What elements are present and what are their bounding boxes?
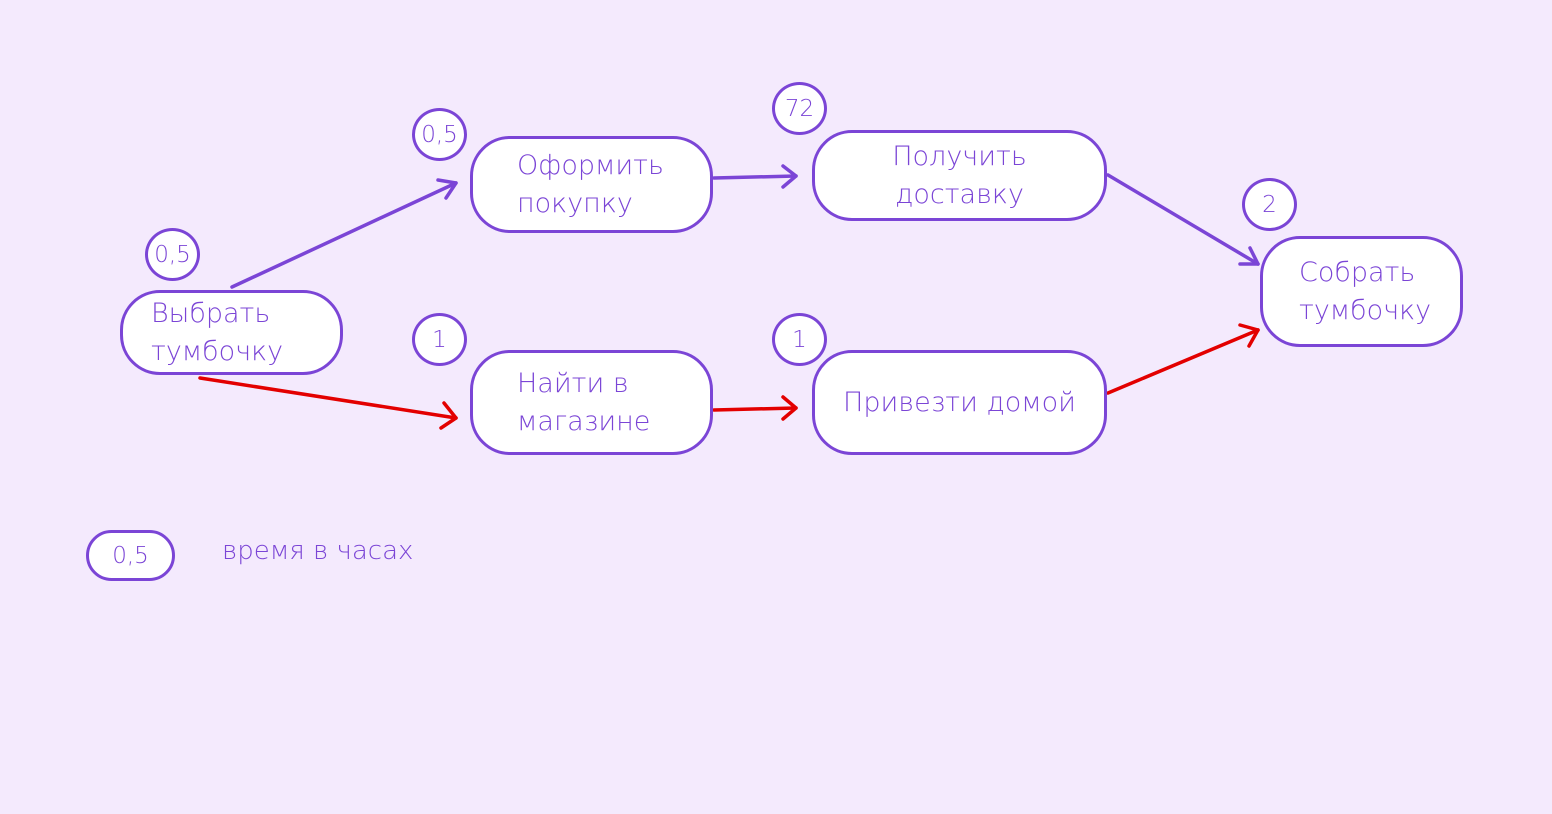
edge-order-receive: [712, 164, 798, 189]
node-label: тумбочку: [151, 335, 284, 367]
time-badge-assemble: 2: [1242, 178, 1297, 231]
node-label: Получить: [892, 140, 1027, 172]
legend-label: время в часах: [222, 536, 414, 566]
time-badge-find: 1: [412, 313, 467, 366]
node-label: Собрать: [1299, 256, 1416, 288]
edge-bring-assemble: [1106, 323, 1260, 395]
node-choose-cabinet: Выбрать тумбочку: [120, 290, 343, 375]
time-badge-choose: 0,5: [145, 228, 200, 281]
time-badge-order: 0,5: [412, 108, 467, 161]
time-badge-bring: 1: [772, 313, 827, 366]
node-label: Найти в: [517, 367, 629, 399]
node-label: Выбрать: [151, 297, 271, 329]
node-label: доставку: [895, 178, 1024, 210]
node-label: магазине: [517, 405, 651, 437]
node-bring-home: Привезти домой: [812, 350, 1107, 455]
legend-sample-badge: 0,5: [86, 530, 175, 581]
node-label: Оформить: [517, 149, 664, 181]
time-badge-receive: 72: [772, 82, 827, 135]
edge-find-bring: [712, 395, 798, 421]
edge-choose-order: [230, 178, 458, 289]
node-place-order: Оформить покупку: [470, 136, 713, 233]
edge-receive-assemble: [1106, 173, 1260, 266]
edge-choose-find: [198, 376, 458, 430]
node-assemble-cabinet: Собрать тумбочку: [1260, 236, 1463, 347]
node-label: тумбочку: [1299, 294, 1432, 326]
node-label: покупку: [517, 187, 633, 219]
node-find-in-store: Найти в магазине: [470, 350, 713, 455]
node-receive-delivery: Получить доставку: [812, 130, 1107, 221]
node-label: Привезти домой: [843, 386, 1076, 418]
